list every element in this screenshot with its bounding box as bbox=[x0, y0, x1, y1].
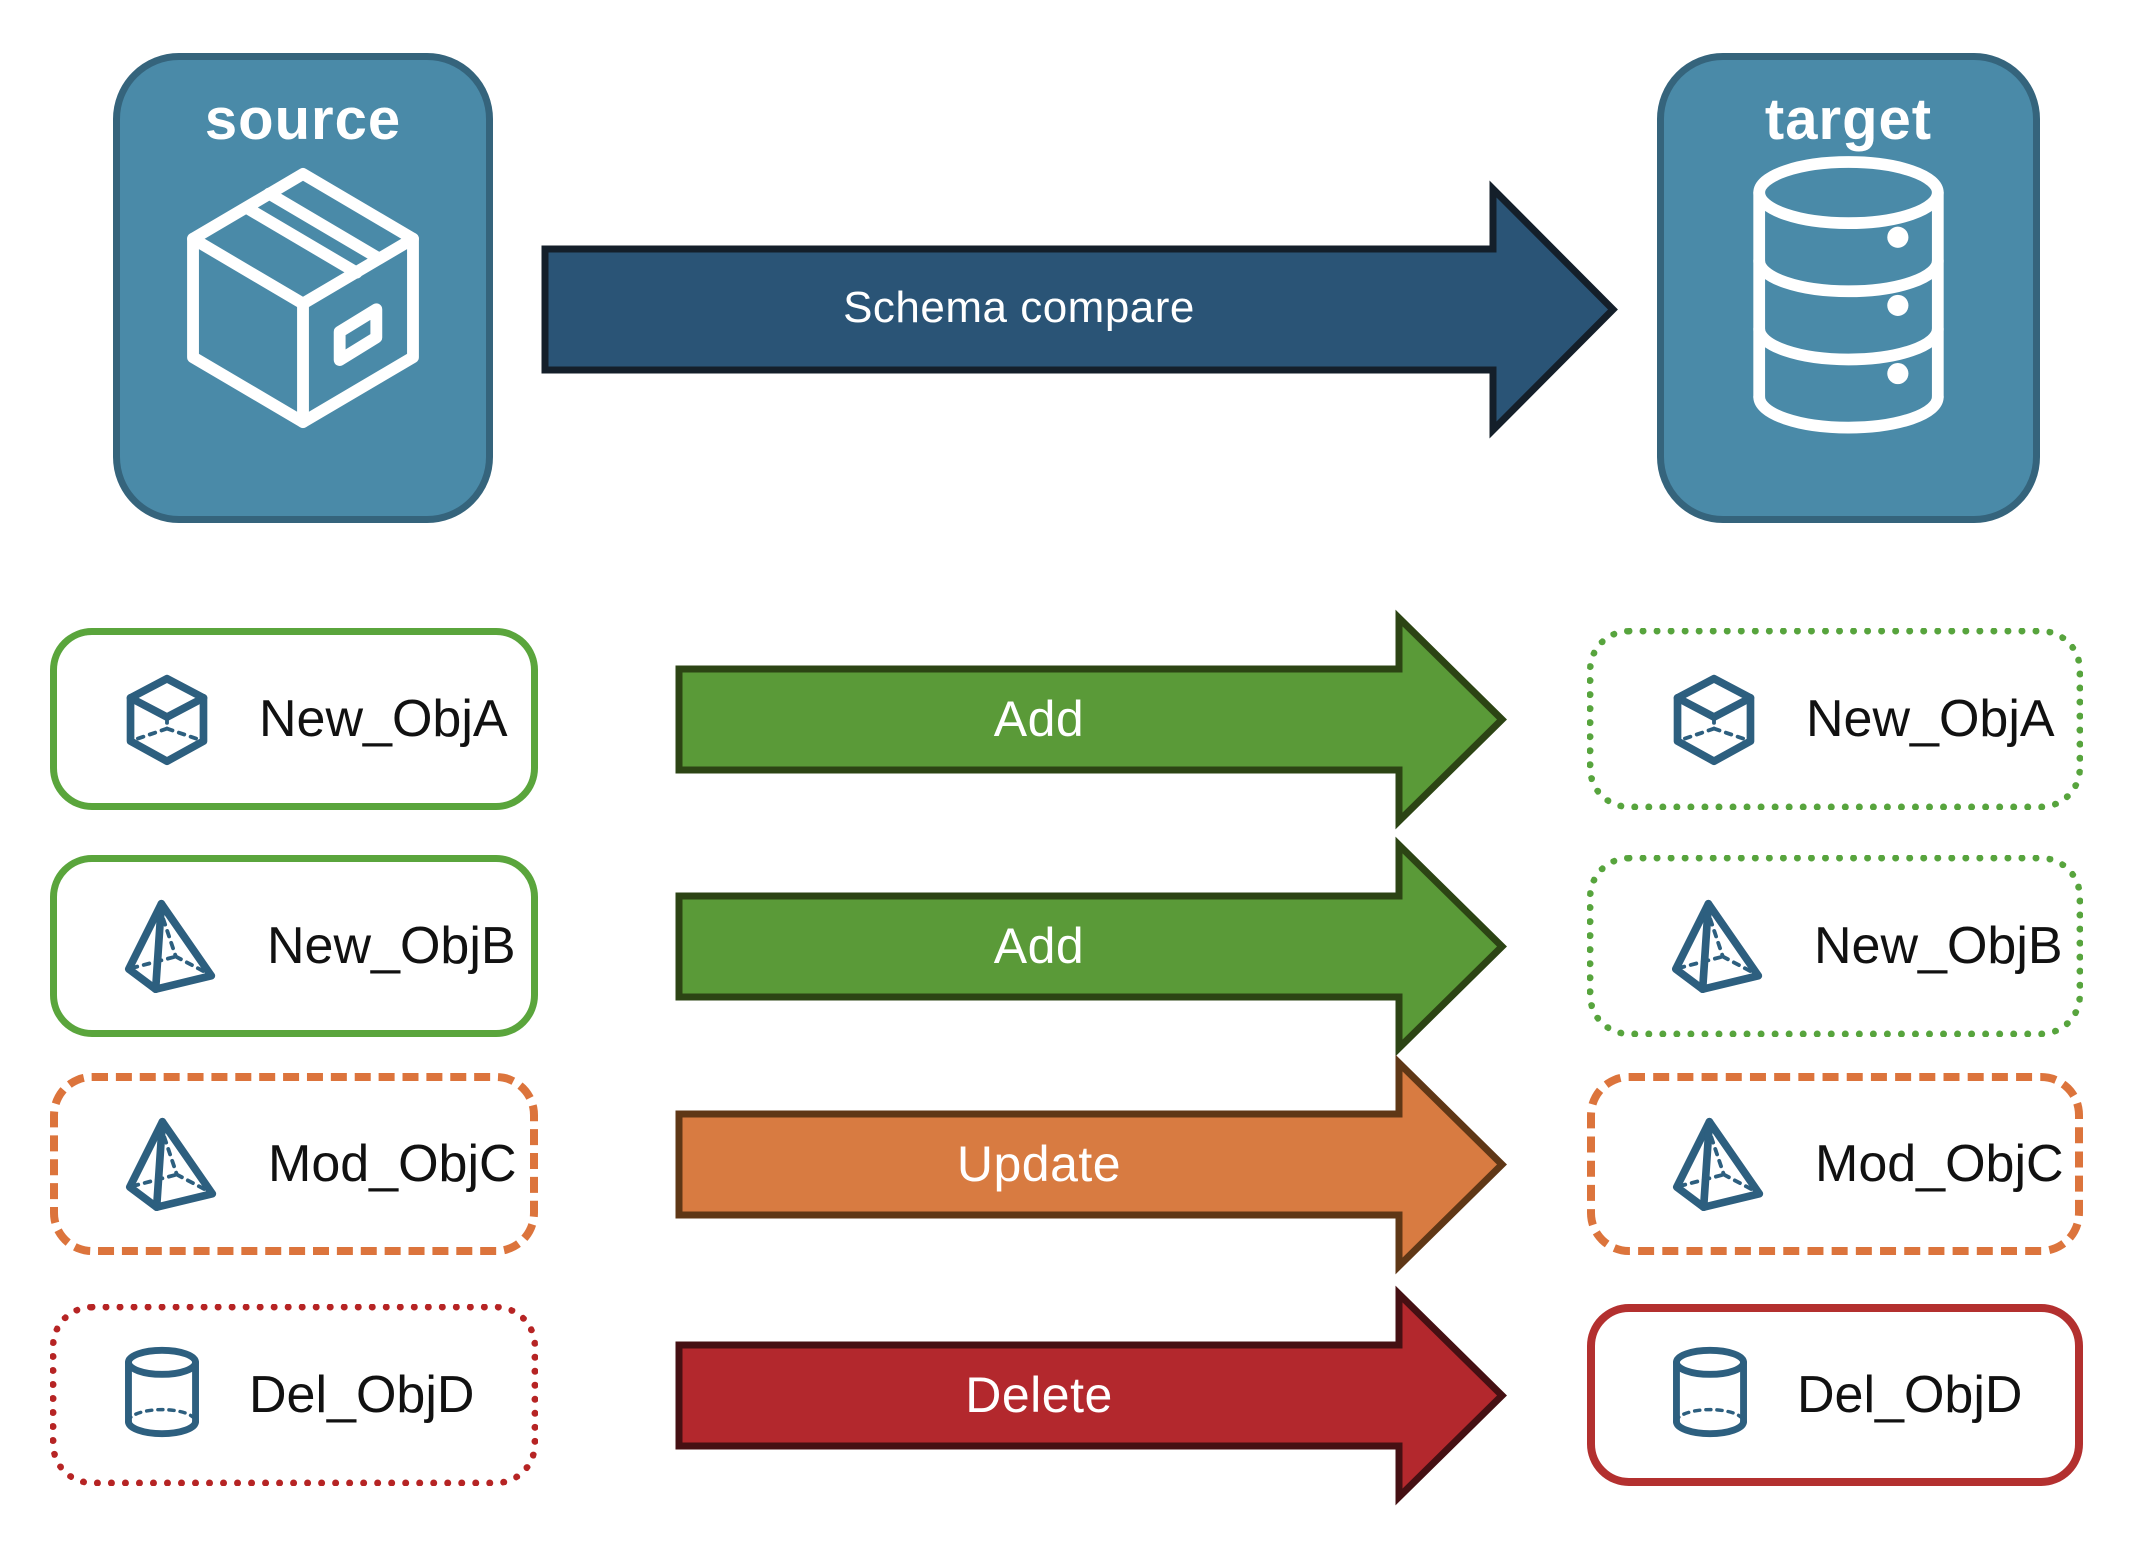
add-arrow-shape bbox=[675, 836, 1507, 1057]
add-arrow bbox=[675, 836, 1507, 1057]
delete-arrow bbox=[675, 1285, 1507, 1506]
update-arrow bbox=[675, 1054, 1507, 1275]
target-object-box-del-objd: Del_ObjD bbox=[1587, 1304, 2083, 1486]
database-icon bbox=[1731, 154, 1966, 438]
cylinder-icon bbox=[1667, 1346, 1753, 1444]
add-arrow bbox=[675, 609, 1507, 830]
object-label: New_ObjB bbox=[1814, 917, 2063, 975]
target-node: target bbox=[1657, 53, 2040, 523]
object-label: Mod_ObjC bbox=[1815, 1135, 2064, 1193]
source-node: source bbox=[113, 53, 493, 523]
object-label: Del_ObjD bbox=[249, 1366, 475, 1424]
delete-arrow-label: Delete bbox=[965, 1367, 1113, 1423]
source-object-box-mod-objc: Mod_ObjC bbox=[50, 1073, 538, 1255]
target-object-box-new-obja: New_ObjA bbox=[1587, 628, 2083, 810]
object-label: New_ObjA bbox=[1806, 690, 2055, 748]
object-label: New_ObjA bbox=[259, 690, 508, 748]
source-object-box-new-objb: New_ObjB bbox=[50, 855, 538, 1037]
add-arrow-label: Add bbox=[993, 918, 1085, 974]
source-object-box-new-obja: New_ObjA bbox=[50, 628, 538, 810]
source-object-box-del-objd: Del_ObjD bbox=[50, 1304, 538, 1486]
cube-icon bbox=[119, 671, 215, 767]
pyramid-icon bbox=[1667, 1116, 1771, 1212]
target-node-label: target bbox=[1764, 87, 1933, 152]
add-arrow-label: Add bbox=[993, 691, 1085, 747]
package-icon bbox=[162, 154, 444, 442]
cube-icon bbox=[1666, 671, 1762, 767]
delete-arrow-shape bbox=[675, 1285, 1507, 1506]
pyramid-icon bbox=[120, 1116, 224, 1212]
schema-compare-arrow bbox=[541, 180, 1618, 439]
schema-compare-arrow-shape bbox=[541, 180, 1618, 439]
schema-compare-arrow-label: Schema compare bbox=[843, 283, 1195, 332]
object-label: Mod_ObjC bbox=[268, 1135, 517, 1193]
add-arrow-shape bbox=[675, 609, 1507, 830]
pyramid-icon bbox=[1666, 898, 1770, 994]
pyramid-icon bbox=[119, 898, 223, 994]
update-arrow-shape bbox=[675, 1054, 1507, 1275]
object-label: New_ObjB bbox=[267, 917, 516, 975]
target-object-box-new-objb: New_ObjB bbox=[1587, 855, 2083, 1037]
object-label: Del_ObjD bbox=[1797, 1366, 2023, 1424]
source-node-label: source bbox=[204, 87, 402, 152]
update-arrow-label: Update bbox=[956, 1136, 1122, 1192]
cylinder-icon bbox=[119, 1346, 205, 1444]
target-object-box-mod-objc: Mod_ObjC bbox=[1587, 1073, 2083, 1255]
